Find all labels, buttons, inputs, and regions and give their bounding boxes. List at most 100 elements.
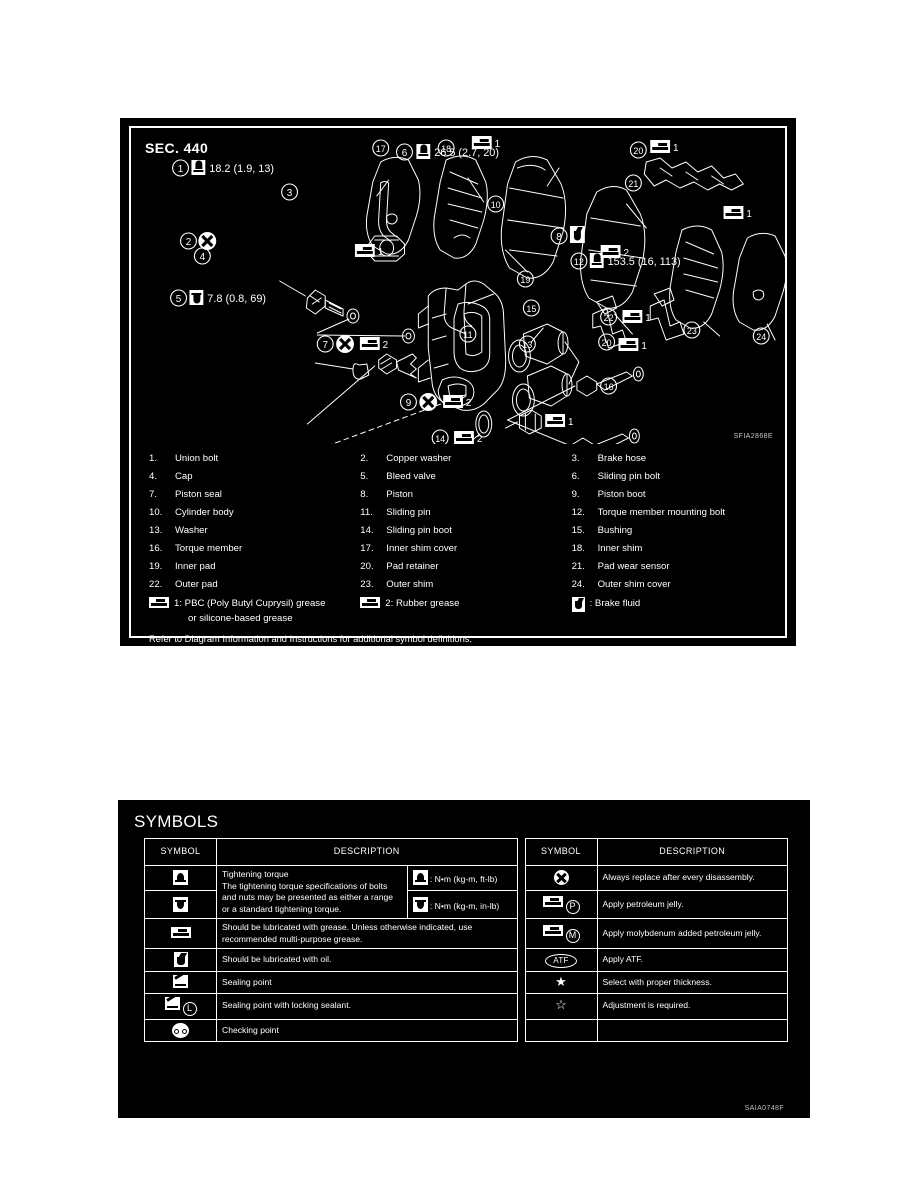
- svg-text:2: 2: [186, 237, 192, 248]
- part-entry: 11. Sliding pin: [352, 504, 563, 522]
- svg-text:21: 21: [628, 179, 638, 189]
- molybdenum-icon: M: [542, 924, 580, 943]
- part-number: 3.: [571, 453, 580, 464]
- torque-down-icon: [412, 896, 428, 912]
- svg-text:11: 11: [463, 330, 472, 340]
- part-entry: 22.Outer pad: [141, 576, 352, 594]
- part-label: Piston boot: [597, 489, 646, 500]
- petroleum-jelly-icon: P: [542, 895, 580, 914]
- part-number: 13.: [149, 525, 163, 536]
- part-label: Pad retainer: [386, 561, 439, 572]
- part-number: 10.: [149, 507, 163, 518]
- svg-text:15: 15: [526, 304, 536, 314]
- part-label: Cylinder body: [175, 507, 234, 518]
- part-label: Pad wear sensor: [597, 561, 670, 572]
- grease-icon: [542, 895, 563, 907]
- part-number: 8.: [360, 489, 369, 500]
- star-filled-symbol-cell: ★: [524, 971, 598, 994]
- part-entry: 14.Sliding pin boot: [352, 522, 563, 540]
- part-label: Outer shim cover: [597, 579, 671, 590]
- oil-icon: [173, 952, 188, 968]
- torque-up-icon: [412, 870, 428, 886]
- legend-grease-1: 1: PBC (Poly Butyl Cuprysil) grease: [141, 597, 352, 612]
- column-gap: [517, 865, 525, 891]
- diagram-frame: SEC. 440: [129, 126, 787, 644]
- svg-text:26.5 (2.7, 20): 26.5 (2.7, 20): [434, 147, 499, 159]
- torque-down-symbol-cell: [144, 890, 217, 919]
- petroleum-jelly-description: Apply petroleum jelly.: [596, 890, 788, 919]
- svg-text:7: 7: [322, 340, 328, 351]
- part-label: Bushing: [597, 525, 633, 536]
- torque-unit-inlb-cell: : N•m (kg-m, in-lb): [406, 890, 518, 919]
- legend-grease-2-label: 2: Rubber grease: [385, 598, 460, 609]
- header-description-left: DESCRIPTION: [216, 838, 518, 866]
- svg-text:1: 1: [641, 341, 647, 352]
- part-number: 21.: [571, 561, 585, 572]
- svg-text:1: 1: [746, 209, 752, 220]
- svg-text:17: 17: [376, 144, 386, 154]
- part-number: 11.: [360, 507, 373, 518]
- replace-icon: [553, 870, 569, 886]
- part-label: Torque member mounting bolt: [597, 507, 726, 518]
- column-gap: [517, 838, 525, 866]
- svg-text:18: 18: [441, 144, 451, 154]
- part-number: 14.: [360, 525, 374, 536]
- torque-down-icon: [173, 896, 188, 912]
- part-entry: 16.Torque member: [141, 540, 352, 558]
- svg-text:10: 10: [491, 200, 501, 210]
- part-entry: 17.Inner shim cover: [352, 540, 563, 558]
- empty-description-cell: [596, 1018, 788, 1042]
- part-label: Union bolt: [175, 453, 219, 464]
- legend-brake-fluid: : Brake fluid: [564, 597, 775, 612]
- header-symbol-right: SYMBOL: [524, 838, 598, 866]
- part-entry: 9.Piston boot: [564, 486, 775, 504]
- oil-symbol-cell: [144, 948, 217, 972]
- part-label: Sliding pin: [386, 507, 431, 518]
- svg-text:1: 1: [645, 313, 651, 324]
- part-label: Piston: [386, 489, 413, 500]
- part-number: 16.: [149, 543, 163, 554]
- part-entry: 15. Bushing: [564, 522, 775, 540]
- part-entry: 1.Union bolt: [141, 450, 352, 468]
- sealing-description: Sealing point: [216, 971, 518, 994]
- part-entry: 18.Inner shim: [564, 540, 775, 558]
- part-number: 23.: [360, 579, 374, 590]
- parts-row: 13. Washer 14.Sliding pin boot 15. Bushing: [141, 522, 775, 540]
- atf-description: Apply ATF.: [596, 948, 788, 972]
- part-entry: 21. Pad wear sensor: [564, 558, 775, 576]
- parts-row: 7.Piston seal 8.Piston 9.Piston boot: [141, 486, 775, 504]
- part-entry: 10. Cylinder body: [141, 504, 352, 522]
- legend-grease-1-label: 1: PBC (Poly Butyl Cuprysil) grease: [174, 598, 326, 609]
- svg-text:153.5 (16, 113): 153.5 (16, 113): [608, 256, 681, 268]
- svg-text:6: 6: [402, 148, 408, 159]
- part-label: Washer: [175, 525, 208, 536]
- svg-text:18.2 (1.9, 13): 18.2 (1.9, 13): [209, 163, 274, 175]
- part-number: 15.: [571, 525, 585, 536]
- part-entry: 13. Washer: [141, 522, 352, 540]
- part-entry: 19.Inner pad: [141, 558, 352, 576]
- svg-text:16: 16: [604, 382, 614, 392]
- diagram-figure: SEC. 440: [131, 128, 785, 444]
- letter-l-circle-icon: L: [182, 1001, 197, 1016]
- sealing-point-icon: [173, 975, 188, 988]
- grease-icon: [170, 926, 191, 938]
- tightening-torque-body: The tightening torque specifications of …: [222, 880, 394, 914]
- part-entry: 8. Piston: [352, 486, 563, 504]
- parts-row: 4.Cap 5.Bleed valve 6.Sliding pin bolt: [141, 468, 775, 486]
- svg-text:1: 1: [673, 143, 679, 154]
- column-gap: [517, 918, 525, 949]
- checking-description: Checking point: [216, 1018, 518, 1042]
- part-number: 20.: [360, 561, 374, 572]
- parts-row: 22.Outer pad 23.Outer shim 24.Outer shim…: [141, 576, 775, 594]
- exploded-view-panel: SEC. 440: [120, 118, 796, 646]
- symbols-table-header-row: SYMBOL DESCRIPTION SYMBOL DESCRIPTION: [144, 838, 788, 866]
- symbols-panel: SYMBOLS SYMBOL DESCRIPTION SYMBOL DESCRI…: [118, 800, 810, 1118]
- part-label: Copper washer: [386, 453, 452, 464]
- grease-description: Should be lubricated with grease. Unless…: [216, 918, 518, 949]
- svg-text:2: 2: [623, 248, 629, 259]
- header-symbol-left: SYMBOL: [144, 838, 217, 866]
- grease-icon: [360, 597, 381, 608]
- symbols-table-row: L Sealing point with locking sealant. ☆ …: [144, 992, 788, 1020]
- part-entry: 20. Pad retainer: [352, 558, 563, 576]
- star-outline-symbol-cell: ☆: [524, 992, 598, 1020]
